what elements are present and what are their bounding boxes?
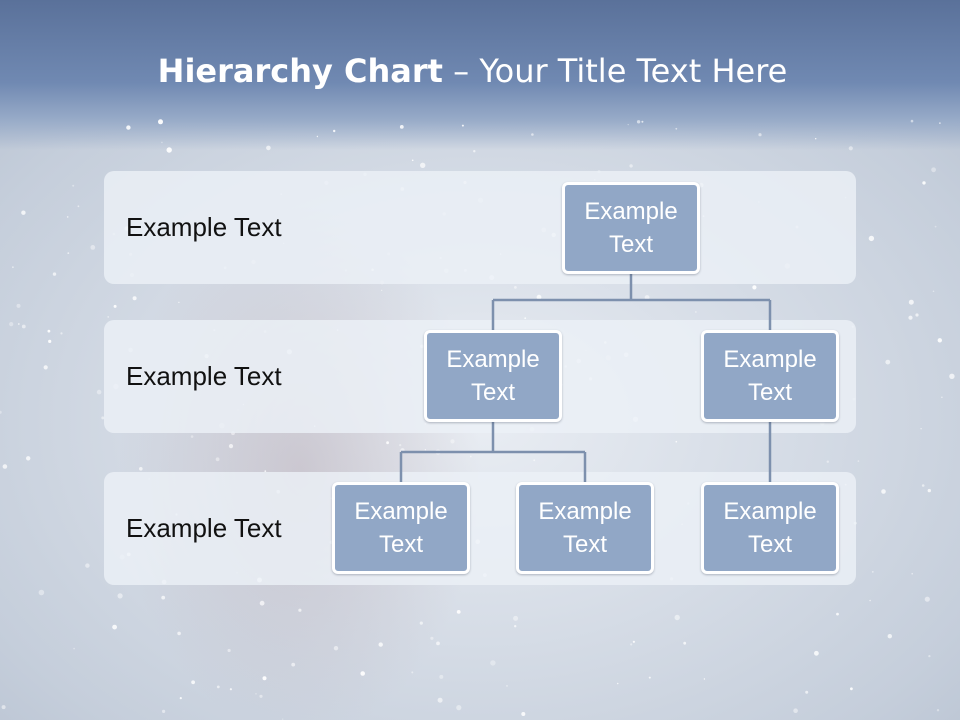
level-3-label: Example Text [126, 513, 282, 543]
node-level2-right[interactable]: Example Text [701, 330, 839, 422]
node-level3-left[interactable]: Example Text [332, 482, 470, 574]
node-level3-middle[interactable]: Example Text [516, 482, 654, 574]
slide-title: Hierarchy Chart – Your Title Text Here [0, 52, 945, 90]
node-level2-left[interactable]: Example Text [424, 330, 562, 422]
level-2-label: Example Text [126, 361, 282, 391]
title-band [0, 0, 960, 150]
level-1-label: Example Text [126, 212, 282, 242]
node-level3-right[interactable]: Example Text [701, 482, 839, 574]
connector-left-to-level3 [399, 422, 587, 482]
level-1-band [104, 171, 856, 284]
connector-root-to-level2 [491, 274, 772, 330]
title-rest-part: – Your Title Text Here [442, 52, 788, 90]
node-root[interactable]: Example Text [562, 182, 700, 274]
title-bold-part: Hierarchy Chart [157, 52, 443, 90]
